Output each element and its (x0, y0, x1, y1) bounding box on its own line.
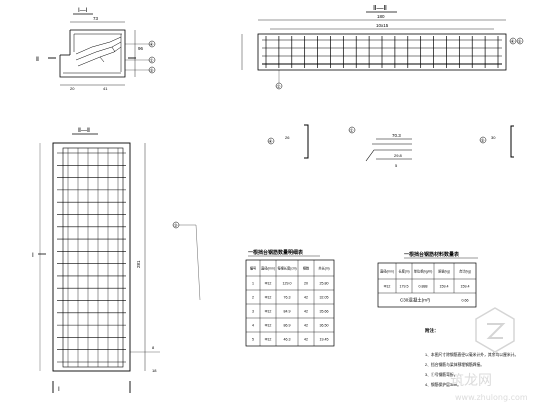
note-4: 4、钢筋保护层3cm。 (425, 382, 461, 387)
bar-detail-5: ⑤ 30 (479, 125, 514, 158)
note-1: 1、本图尺寸除钢筋直径以毫米计外，其余均以厘米计。 (425, 352, 518, 357)
table-cell: Φ12 (265, 310, 272, 314)
concrete-label: C30混凝土(m³) (400, 297, 431, 304)
table-cell: Φ12 (265, 324, 272, 328)
plan-bottom-dim-b: 18 (152, 368, 157, 373)
plan-view: Ⅱ—Ⅱ Ⅰ 281 Ⅰ 8 18 ③ (32, 128, 201, 393)
plan-vertical-bars (67, 148, 119, 367)
material-table: 一根挡台钢筋材料数量表 直径(mm) 长度(m) 单位重(kg/m) 质量(kg) 合计… (377, 251, 478, 308)
table-cell: 36.50 (320, 324, 329, 328)
table-header: 每根长度(cm) (277, 266, 296, 271)
section-ii-title: Ⅱ—Ⅱ (373, 5, 387, 12)
svg-text:5: 5 (395, 163, 398, 168)
watermark-logo: 筑龙网 www.zhulong.com (450, 307, 528, 402)
svg-text:70.3: 70.3 (392, 133, 401, 138)
callout-2: ② (277, 84, 282, 89)
table-cell: 42 (304, 296, 308, 300)
callout-4b: ④ (511, 39, 516, 44)
svg-text:①: ① (350, 128, 355, 133)
table-cell: 35.66 (320, 310, 329, 314)
plan-horizontal-bars (57, 152, 126, 363)
table-cell: 42 (304, 310, 308, 314)
concrete-value: 0.66 (462, 299, 469, 303)
table-cell: 0.888 (419, 285, 428, 289)
section-i-cut-mark: Ⅱ (36, 57, 39, 63)
dim-bottom-a: 20 (70, 86, 75, 91)
callout-5b: ⑤ (518, 39, 523, 44)
dim-top: 73 (93, 16, 99, 21)
svg-text:26: 26 (285, 135, 290, 140)
bar-detail-4: ④ 26 (267, 124, 309, 159)
plan-dim: 281 (136, 260, 141, 268)
table-header: 质量(kg) (438, 269, 450, 274)
table-cell: 3 (252, 310, 254, 314)
watermark-url: www.zhulong.com (455, 393, 528, 402)
table-cell: 4 (252, 324, 254, 328)
table-cell: 179.5 (400, 285, 409, 289)
callout-1: ① (150, 58, 155, 63)
table1-title: 一根挡台钢筋数量明细表 (248, 249, 304, 256)
table-cell: 129.0 (283, 282, 292, 286)
table-header: 单位重(kg/m) (414, 269, 433, 274)
table-cell: 25.80 (320, 282, 329, 286)
svg-text:29.8: 29.8 (394, 153, 403, 158)
table-cell: 19.45 (320, 338, 329, 342)
table-cell: 32.05 (320, 296, 329, 300)
table2-grid: 直径(mm) 长度(m) 单位重(kg/m) 质量(kg) 合计(kg) Φ12 179.5… (377, 262, 477, 308)
notes-heading: 附注： (425, 327, 439, 334)
table2-title: 一根挡台钢筋材料数量表 (404, 251, 460, 258)
table-cell: 159.4 (461, 285, 470, 289)
table-cell: 42 (304, 324, 308, 328)
plan-title: Ⅱ—Ⅱ (78, 128, 90, 134)
table-header: 共长(m) (318, 266, 329, 271)
table-header: 合计(kg) (459, 269, 471, 274)
dim-length: 180 (377, 14, 385, 19)
section-i-title: Ⅰ—Ⅰ (78, 8, 88, 14)
table-cell: Φ12 (265, 338, 272, 342)
note-3: 3、①号钢筋弯折。 (425, 372, 458, 377)
plan-bottom-dim-a: 8 (152, 345, 155, 350)
table-cell: 76.3 (284, 296, 291, 300)
table-header: 编号 (250, 266, 256, 271)
plan-bottom-mark: Ⅰ (58, 387, 60, 393)
table-cell: 5 (252, 338, 254, 342)
dim-right: 96 (138, 46, 144, 51)
dim-bottom-b: 41 (103, 86, 108, 91)
table-cell: 86.9 (284, 324, 291, 328)
table-header: 直径(mm) (261, 266, 275, 271)
table-cell: 1 (252, 282, 254, 286)
note-2: 2、挡台钢筋与梁体预埋钢筋焊接。 (425, 362, 484, 367)
table-cell: 46.3 (284, 338, 291, 342)
table-cell: Φ12 (265, 296, 272, 300)
svg-text:30: 30 (491, 135, 496, 140)
notes: 附注： 1、本图尺寸除钢筋直径以毫米计外，其余均以厘米计。 2、挡台钢筋与梁体预… (425, 327, 518, 387)
section-ii-ii-top: Ⅱ—Ⅱ 180 10x15 ④ ⑤ ② (241, 5, 524, 90)
table-cell: 84.9 (284, 310, 291, 314)
callout-5: ⑤ (150, 68, 155, 73)
table-header: 直径(mm) (380, 269, 394, 274)
table-cell: 42 (304, 338, 308, 342)
svg-text:④: ④ (269, 139, 274, 144)
table-cell: 2 (252, 296, 254, 300)
callout-3: ③ (174, 223, 179, 228)
table-cell: 159.4 (440, 285, 449, 289)
table-header: 长度(m) (398, 269, 409, 274)
table-cell: Φ12 (265, 282, 272, 286)
callout-4: ④ (150, 42, 155, 47)
vertical-bars (265, 36, 499, 68)
plan-side-mark: Ⅰ (32, 253, 34, 259)
section-i-i: Ⅰ—Ⅰ 73 Ⅱ 96 20 41 ④ ① ⑤ (36, 8, 156, 91)
table-cell: Φ12 (384, 285, 391, 289)
watermark-brand: 筑龙网 (450, 373, 492, 389)
bar-detail-1: ① 70.3 29.8 5 (348, 126, 412, 168)
dim-spacing: 10x15 (376, 23, 389, 28)
svg-text:⑤: ⑤ (481, 138, 486, 143)
table-cell: 20 (304, 282, 308, 286)
table-header: 根数 (303, 266, 310, 271)
